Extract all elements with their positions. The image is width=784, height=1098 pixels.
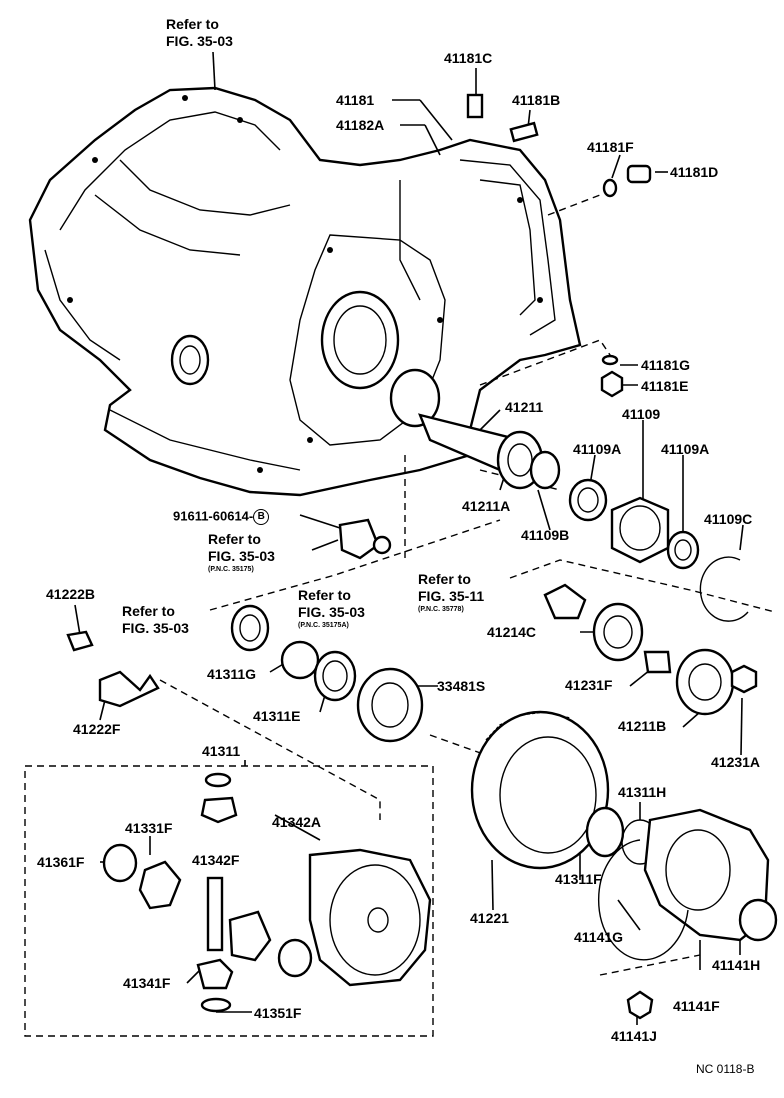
differential-cover [585,806,778,1020]
ref-left-line1: Refer to [122,603,175,619]
part-41181e: 41181E [641,378,689,394]
right-middle-parts [543,583,758,716]
part-41211a: 41211A [462,498,511,514]
left-middle-parts [66,604,424,743]
ref-mid2-line1: Refer to [298,587,351,603]
ref-mid2-pnc: (P.N.C. 35175A) [298,622,349,629]
part-41222f: 41222F [73,721,121,737]
ref-mid-line2: FIG. 35-03 [208,548,275,564]
part-41182a: 41182A [336,117,385,133]
ref-right-pnc: (P.N.C. 35778) [418,606,464,613]
part-41214c: 41214C [487,624,537,640]
part-41311: 41311 [202,743,241,759]
part-41141f: 41141F [673,998,720,1014]
part-41109: 41109 [622,406,661,422]
part-41181: 41181 [336,92,375,108]
speed-sensor [338,518,392,560]
ref-left: Refer to FIG. 35-03 [122,603,189,637]
part-41181g: 41181G [641,357,691,373]
part-41221: 41221 [470,910,509,926]
part-41311f: 41311F [555,871,602,887]
part-41211: 41211 [505,399,544,415]
part-41351f: 41351F [254,1005,302,1021]
part-91611: 91611-60614-B [173,508,270,525]
ref-mid2-line2: FIG. 35-03 [298,604,365,620]
part-41331f: 41331F [125,820,173,836]
part-41231f: 41231F [565,677,613,693]
ref-top: Refer to FIG. 35-03 [166,16,233,50]
part-33481s: 33481S [437,678,486,694]
part-41341f: 41341F [123,975,171,991]
part-41109c: 41109C [704,511,753,527]
ref-mid-pnc: (P.N.C. 35175) [208,566,254,573]
part-41342f: 41342F [192,852,240,868]
part-41361f: 41361F [37,854,85,870]
bolts-and-plugs [466,93,652,398]
part-41141j: 41141J [611,1028,657,1044]
ref-right-line1: Refer to [418,571,471,587]
part-91611-number: 91611-60614- [173,508,254,524]
ring-gear [470,710,610,870]
figure-code: NC 0118-B [696,1062,755,1076]
part-41231a: 41231A [711,754,761,770]
ref-top-line1: Refer to [166,16,219,32]
part-41141g: 41141G [574,929,624,945]
part-41181c: 41181C [444,50,493,66]
part-41109a-right: 41109A [661,441,710,457]
part-41181b: 41181B [512,92,561,108]
ref-mid-line1: Refer to [208,531,261,547]
part-41311e: 41311E [253,708,301,724]
part-41181f: 41181F [587,139,634,155]
assembly-dash-lines [24,194,776,1037]
ref-mid: Refer to FIG. 35-03 (P.N.C. 35175) [208,531,275,574]
part-41109b: 41109B [521,527,570,543]
ref-left-line2: FIG. 35-03 [122,620,189,636]
part-41311g: 41311G [207,666,257,682]
part-41109a-left: 41109A [573,441,622,457]
part-41141h: 41141H [712,957,761,973]
shaft-and-bearings [418,413,749,622]
ref-mid2: Refer to FIG. 35-03 (P.N.C. 35175A) [298,587,365,630]
ref-right: Refer to FIG. 35-11 (P.N.C. 35778) [418,571,484,614]
ref-top-line2: FIG. 35-03 [166,33,233,49]
transaxle-housing [28,86,582,497]
part-41342a: 41342A [272,814,322,830]
part-41222b: 41222B [46,586,96,602]
part-41211b: 41211B [618,718,667,734]
differential-assembly [102,772,432,1013]
part-41181d: 41181D [670,164,719,180]
ref-right-line2: FIG. 35-11 [418,588,485,604]
part-41311h: 41311H [618,784,667,800]
part-91611-circle-mark: B [253,509,270,525]
